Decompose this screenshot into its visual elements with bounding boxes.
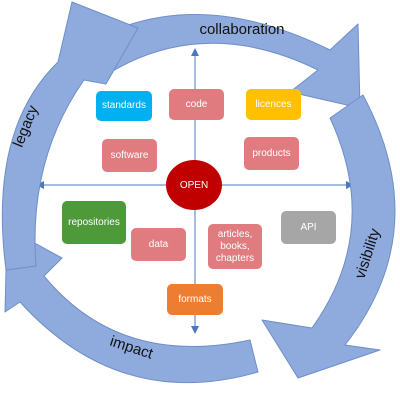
item-articles-line1: articles, xyxy=(217,228,253,240)
item-software: software xyxy=(102,139,157,172)
cycle-ring xyxy=(1,1,396,384)
item-code-label: code xyxy=(185,98,208,110)
item-articles-line3: chapters xyxy=(215,252,255,264)
item-licences-label: licences xyxy=(255,98,292,110)
item-data-label: data xyxy=(148,238,169,250)
item-products-label: products xyxy=(252,147,291,159)
cycle-label-collaboration: collaboration xyxy=(199,21,284,38)
item-software-label: software xyxy=(110,149,149,161)
item-data: data xyxy=(131,228,186,261)
item-standards-label: standards xyxy=(102,100,146,111)
item-articles-books-chapters: articles, books, chapters xyxy=(208,224,262,269)
item-licences: licences xyxy=(246,89,301,120)
vertical-axis-arrow-bottom xyxy=(191,326,199,334)
center-open-label: OPEN xyxy=(179,179,209,191)
item-api-label: API xyxy=(300,221,317,233)
item-code: code xyxy=(169,89,224,120)
item-repositories: repositories xyxy=(62,201,126,244)
item-standards: standards xyxy=(96,91,152,121)
item-repositories-label: repositories xyxy=(68,216,120,228)
item-formats-label: formats xyxy=(178,293,212,305)
center-open-node: OPEN xyxy=(166,160,222,210)
item-articles-line2: books, xyxy=(220,240,250,252)
item-api: API xyxy=(281,211,336,244)
ring-segment-left xyxy=(1,1,139,271)
item-formats: formats xyxy=(167,284,223,315)
ring-segment-right xyxy=(261,94,396,379)
item-products: products xyxy=(244,137,299,170)
vertical-axis-arrow-top xyxy=(191,48,199,56)
